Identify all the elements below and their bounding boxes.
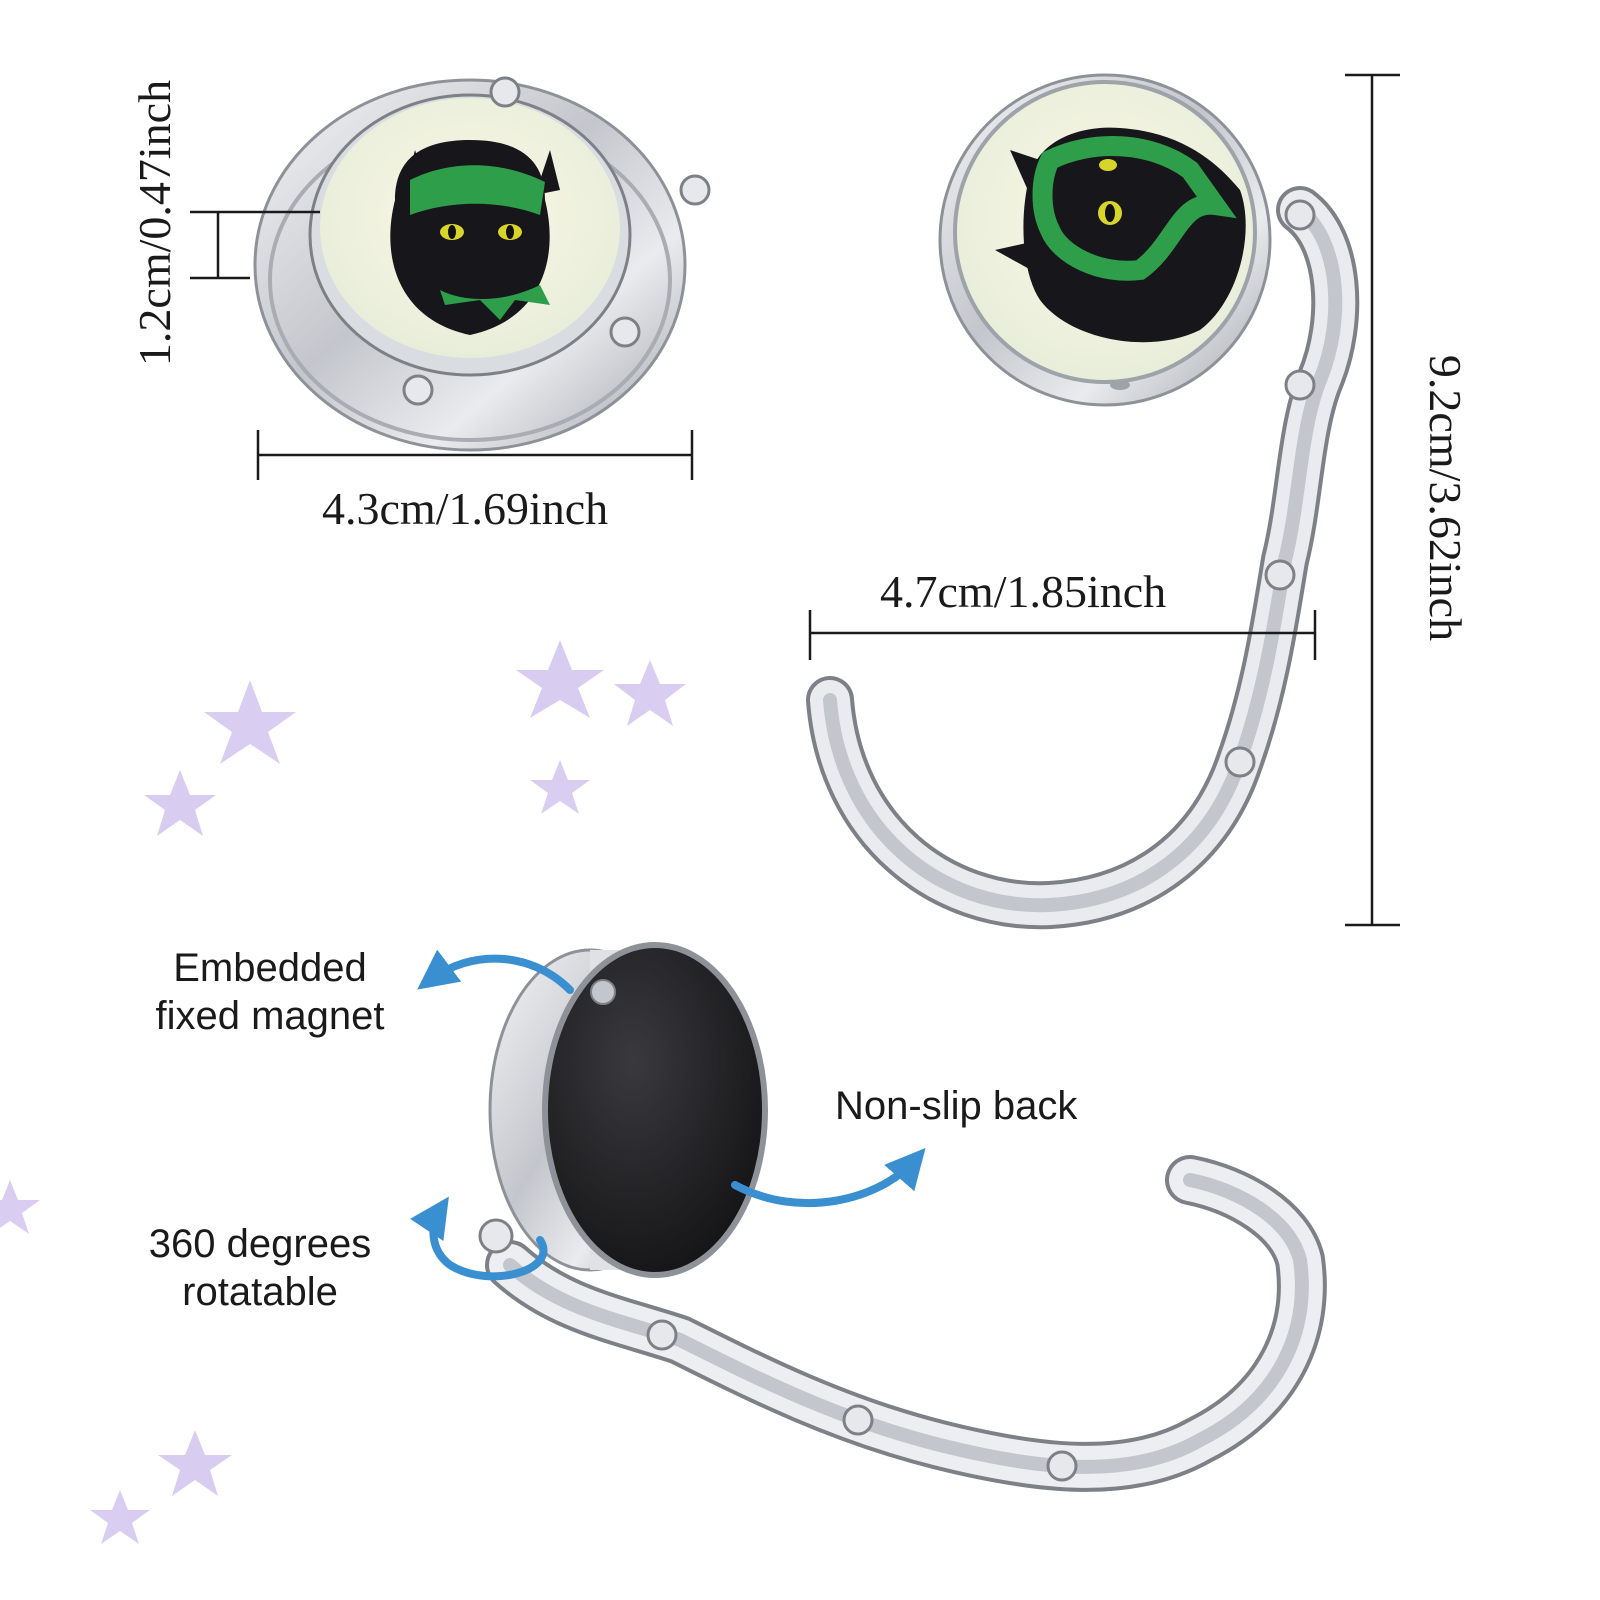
height-label: 9.2cm/3.62inch [1420, 354, 1471, 642]
magnet-label: Embedded fixed magnet [120, 944, 420, 1040]
dimension-lines-right [808, 73, 1400, 927]
closed-hanger [253, 76, 711, 452]
non-slip-label: Non-slip back [835, 1084, 1078, 1128]
rotation-label-line1: 360 degrees [148, 1222, 372, 1266]
rotation-label: 360 degrees rotatable [110, 1220, 410, 1316]
decorative-stars [0, 640, 686, 1544]
back-view-hanger [478, 942, 1327, 1492]
hook-width-label: 4.7cm/1.85inch [880, 566, 1167, 617]
feature-arrows [410, 949, 926, 1281]
rotation-arrow [410, 1196, 548, 1281]
magnet-arrow [417, 949, 574, 994]
cat-portrait [390, 140, 560, 335]
rotation-label-line2: rotatable [182, 1270, 338, 1314]
dimension-lines-left [190, 210, 694, 480]
magnet-label-line1: Embedded [173, 946, 367, 990]
open-hanger [806, 73, 1360, 930]
diameter-label: 4.3cm/1.69inch [322, 483, 609, 534]
thickness-label: 1.2cm/0.47inch [129, 79, 180, 367]
cat-portrait [995, 127, 1246, 343]
back-arrow [731, 1147, 926, 1207]
magnet-label-line2: fixed magnet [155, 994, 385, 1038]
